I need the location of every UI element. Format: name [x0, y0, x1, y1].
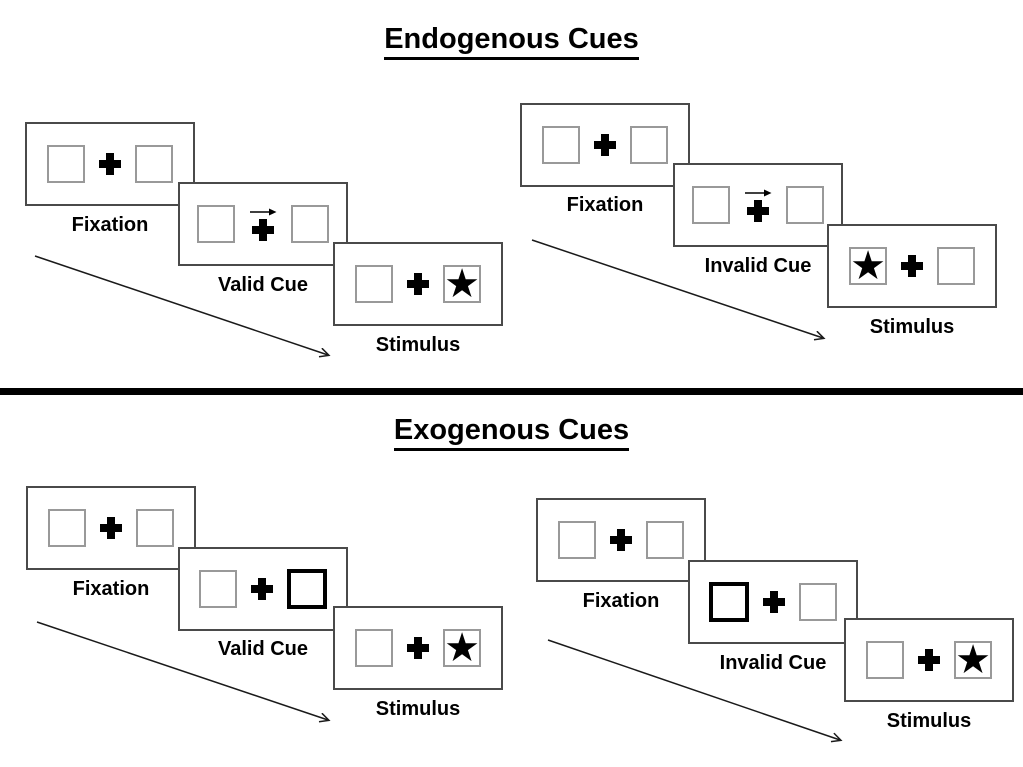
placeholder-square-right [646, 521, 684, 559]
fixation-cross-icon [251, 578, 273, 600]
target-star-icon: ★ [954, 638, 992, 682]
placeholder-square-left [355, 265, 393, 303]
placeholder-square-right [937, 247, 975, 285]
placeholder-square-left [197, 205, 235, 243]
fixation-cross-icon [407, 273, 429, 295]
stimulus-label: Stimulus [869, 316, 955, 338]
placeholder-square-left [199, 570, 237, 608]
endo-valid-fixation-panel [25, 122, 195, 206]
target-star-icon: ★ [849, 244, 887, 288]
fixation-label: Fixation [566, 194, 644, 216]
placeholder-square-left [48, 509, 86, 547]
fixation-cross-icon [594, 134, 616, 156]
fixation-cross-icon [407, 637, 429, 659]
fixation-label: Fixation [71, 214, 149, 236]
endo-invalid-cue-panel [673, 163, 843, 247]
endo-invalid-stimulus-panel: ★ [827, 224, 997, 308]
stimulus-label: Stimulus [375, 334, 461, 356]
endo-valid-stimulus-panel: ★ [333, 242, 503, 326]
fixation-cross-icon [763, 591, 785, 613]
placeholder-square-left [355, 629, 393, 667]
highlighted-cue-square-right [287, 569, 327, 609]
endogenous-title-text: Endogenous Cues [384, 23, 639, 60]
placeholder-square-left [47, 145, 85, 183]
fixation-cross-icon [252, 219, 274, 241]
central-cue-stack [744, 188, 772, 222]
placeholder-square-right [786, 186, 824, 224]
fixation-cross-icon [747, 200, 769, 222]
fixation-label: Fixation [72, 578, 150, 600]
endo-valid-cue-panel [178, 182, 348, 266]
central-cue-stack [249, 207, 277, 241]
valid-cue-label: Valid Cue [217, 274, 309, 296]
placeholder-square-left [542, 126, 580, 164]
placeholder-square-right [291, 205, 329, 243]
timeline-arrow-endogenous-valid [34, 255, 328, 355]
right-arrow-icon [250, 208, 277, 216]
fixation-cross-icon [901, 255, 923, 277]
placeholder-square-left [866, 641, 904, 679]
exo-valid-stimulus-panel: ★ [333, 606, 503, 690]
fixation-cross-icon [99, 153, 121, 175]
right-arrow-icon [745, 189, 772, 197]
placeholder-square-left [558, 521, 596, 559]
valid-cue-label: Valid Cue [217, 638, 309, 660]
exogenous-title-text: Exogenous Cues [393, 414, 630, 451]
exo-invalid-stimulus-panel: ★ [844, 618, 1014, 702]
exo-invalid-cue-panel [688, 560, 858, 644]
fixation-label: Fixation [582, 590, 660, 612]
endogenous-section-title: Endogenous Cues [0, 22, 1023, 60]
placeholder-square-left [692, 186, 730, 224]
exogenous-section-title: Exogenous Cues [0, 413, 1023, 451]
exo-valid-fixation-panel [26, 486, 196, 570]
endo-invalid-fixation-panel [520, 103, 690, 187]
stimulus-label: Stimulus [375, 698, 461, 720]
target-star-icon: ★ [443, 262, 481, 306]
invalid-cue-label: Invalid Cue [719, 652, 827, 674]
stimulus-label: Stimulus [886, 710, 972, 732]
fixation-cross-icon [610, 529, 632, 551]
fixation-cross-icon [100, 517, 122, 539]
placeholder-square-right [630, 126, 668, 164]
section-divider [0, 388, 1023, 395]
exo-valid-cue-panel [178, 547, 348, 631]
placeholder-square-right [135, 145, 173, 183]
target-star-icon: ★ [443, 626, 481, 670]
fixation-cross-icon [918, 649, 940, 671]
placeholder-square-right [136, 509, 174, 547]
placeholder-square-right [799, 583, 837, 621]
invalid-cue-label: Invalid Cue [704, 255, 812, 277]
highlighted-cue-square-left [709, 582, 749, 622]
exo-invalid-fixation-panel [536, 498, 706, 582]
timeline-arrow-exogenous-valid [36, 621, 328, 720]
